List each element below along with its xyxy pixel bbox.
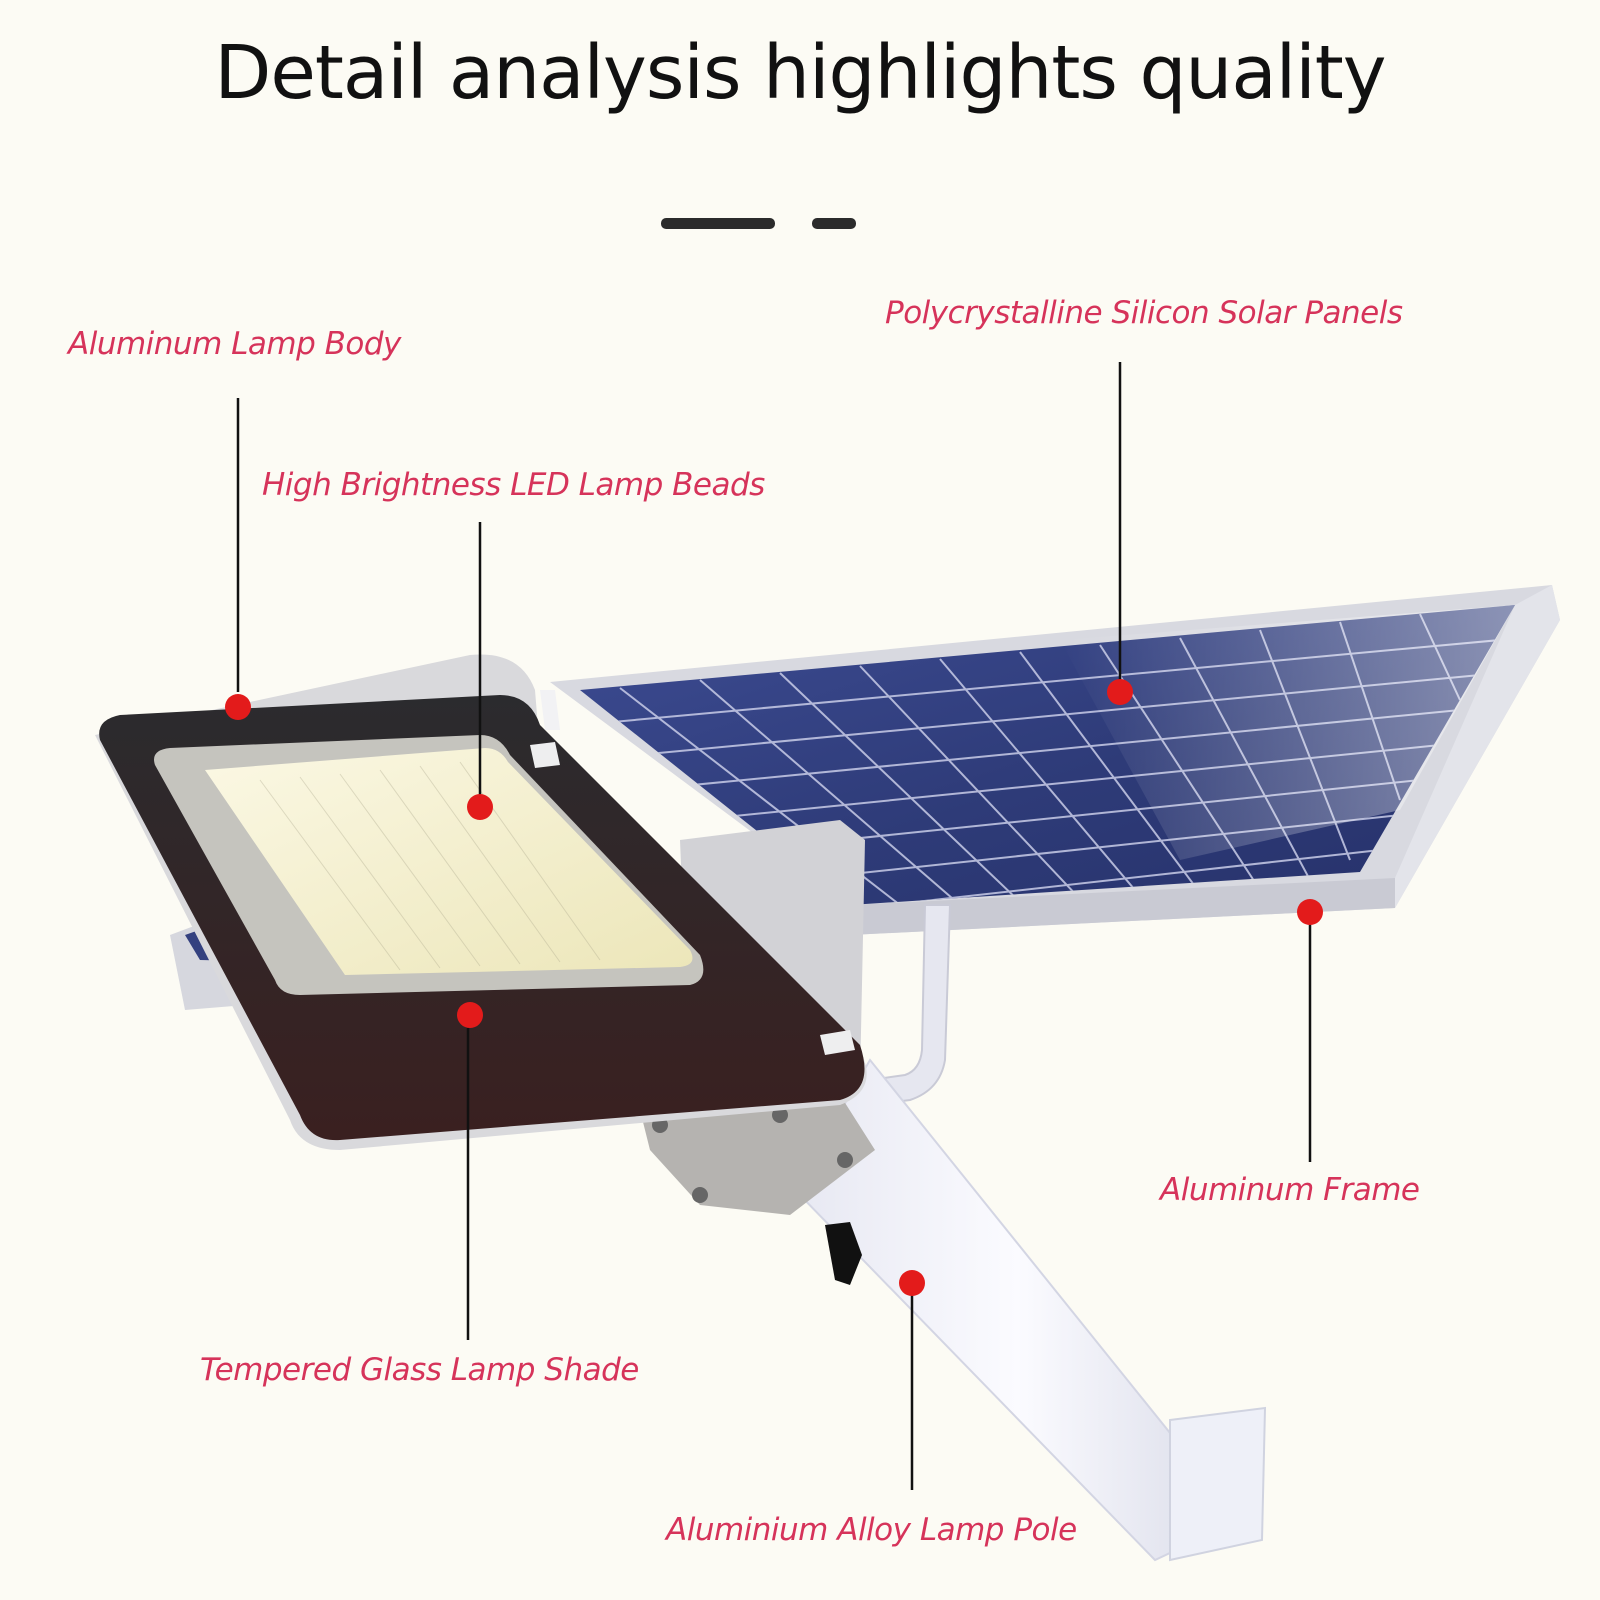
lamp-head	[95, 654, 867, 1150]
led-panel	[205, 748, 693, 975]
callout-led-lamp-beads: High Brightness LED Lamp Beads	[262, 467, 765, 503]
marker-dot-aluminum-frame	[1297, 899, 1323, 925]
marker-dot-solar-panels	[1107, 679, 1133, 705]
marker-dot-lamp-pole	[899, 1270, 925, 1296]
callout-aluminium-alloy-lamp-pole: Aluminium Alloy Lamp Pole	[666, 1512, 1077, 1548]
marker-dot-lamp-body	[225, 694, 251, 720]
marker-dot-glass-shade	[457, 1002, 483, 1028]
lamp-pole	[793, 1058, 1267, 1562]
callout-aluminum-lamp-body: Aluminum Lamp Body	[68, 326, 401, 362]
lamp-mount	[640, 1095, 875, 1215]
page-title: Detail analysis highlights quality	[214, 30, 1386, 116]
marker-dots	[225, 679, 1323, 1296]
callout-tempered-glass-lamp-shade: Tempered Glass Lamp Shade	[200, 1352, 639, 1388]
leader-lines	[236, 362, 1312, 1490]
callout-solar-panels: Polycrystalline Silicon Solar Panels	[885, 295, 1403, 331]
callout-aluminum-frame: Aluminum Frame	[1160, 1172, 1420, 1208]
title-divider-long	[661, 218, 775, 229]
marker-dot-led-beads	[467, 794, 493, 820]
pole-opening	[825, 1222, 862, 1285]
title-divider-short	[812, 218, 856, 229]
